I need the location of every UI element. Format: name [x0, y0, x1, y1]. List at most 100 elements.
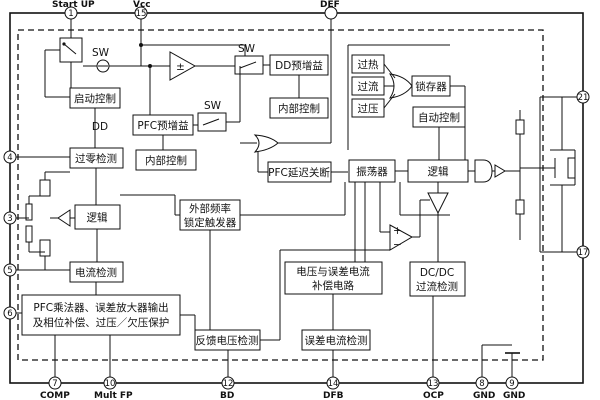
pin-vcc: Vcc 15: [133, 0, 151, 20]
pin-start-up-num: 1: [68, 9, 73, 19]
startup-section: SW: [44, 19, 246, 98]
dcdc-overcurrent-block: [409, 261, 466, 297]
pfc-multiplier-line1: PFC乘法器、误差放大器输出: [33, 301, 168, 314]
svg-text:OCP: OCP: [423, 391, 444, 400]
overheat-label: 过热: [358, 58, 379, 71]
sw3-label: SW: [204, 100, 222, 112]
output-stage: [515, 96, 577, 253]
pin-dfb: 14 DFB: [323, 376, 344, 400]
svg-text:3: 3: [7, 214, 12, 224]
pin-5: 5: [3, 263, 17, 277]
pin-start-up-label: Start UP: [52, 0, 95, 10]
ext-freq-lock-line1: 外部频率: [189, 202, 231, 215]
internal-control-2-block: [269, 97, 329, 119]
pfc-multiplier-line2: 及相位补偿、过压／欠压保护: [33, 316, 170, 329]
outer-frame: [9, 12, 584, 384]
pin-6: 6: [3, 306, 17, 320]
svg-text:17: 17: [578, 248, 589, 258]
internal-control-1-block: [135, 149, 197, 171]
pin-def: DEF: [320, 0, 340, 20]
feedback-voltage-label: 反馈电压检测: [196, 334, 259, 347]
pin-ocp: 13 OCP: [423, 376, 444, 400]
transistor-top-icon: [39, 179, 51, 197]
pin-vcc-num: 15: [136, 9, 147, 19]
ext-freq-lock-line2: 锁定触发器: [184, 216, 237, 229]
pin-start-up: Start UP 1: [52, 0, 95, 20]
pfc-delay-off-label: PFC延迟关断: [268, 166, 330, 179]
comparator-2-icon: [389, 224, 414, 251]
left-driver: [16, 171, 71, 271]
sw2-label: SW: [238, 43, 256, 55]
svg-text:COMP: COMP: [40, 391, 70, 400]
pfc-multiplier-block: [21, 294, 181, 336]
pin-gnd-8: 8 GND: [473, 376, 495, 400]
auto-control-label: 自动控制: [418, 111, 460, 124]
logic-left-label: 逻辑: [87, 211, 108, 224]
pin-gnd-9: 9 GND: [503, 376, 525, 400]
internal-control-2-label: 内部控制: [278, 102, 320, 115]
dcdc-overcurrent-line2: 过流检测: [416, 280, 458, 293]
voltage-error-comp-line1: 电压与误差电流: [296, 265, 370, 278]
overcurrent-label: 过流: [358, 80, 379, 93]
latch-label: 锁存器: [415, 80, 447, 93]
svg-text:Mult FP: Mult FP: [94, 391, 133, 400]
svg-text:GND: GND: [503, 391, 525, 400]
svg-text:5: 5: [7, 266, 12, 276]
svg-text:21: 21: [578, 93, 589, 103]
overvoltage-label: 过压: [358, 102, 379, 115]
svg-text:10: 10: [105, 379, 116, 389]
or-gate-2-icon: [253, 134, 279, 153]
pin-4: 4: [3, 150, 17, 164]
voltage-error-comp-line2: 补偿电路: [312, 279, 354, 292]
pin-bd: 12 BD: [220, 376, 235, 400]
svg-text:4: 4: [7, 153, 12, 163]
logic-left-block: [74, 204, 121, 230]
and-gate-icon: [474, 159, 493, 183]
overheat-block: [351, 54, 385, 74]
buffer-left-icon: [57, 209, 71, 227]
svg-text:DFB: DFB: [323, 391, 344, 400]
svg-text:7: 7: [52, 379, 57, 389]
svg-text:GND: GND: [473, 391, 495, 400]
pin-17: 17: [576, 245, 590, 259]
svg-text:±: ±: [176, 61, 185, 73]
output-transistor-1-icon: [515, 119, 525, 135]
comparator-1-icon: [427, 192, 449, 215]
current-detect-label: 电流检测: [75, 266, 117, 279]
driver-buffer-icon: [494, 164, 506, 178]
transistor-bottom-icon: [39, 239, 51, 257]
pin-comp: 7 COMP: [40, 376, 70, 400]
ic-boundary: [17, 29, 544, 361]
error-current-block: [301, 329, 371, 351]
svg-text:6: 6: [7, 309, 12, 319]
svg-text:−: −: [393, 239, 402, 251]
mosfet-diode-icon: [567, 157, 576, 179]
svg-text:+: +: [393, 225, 402, 237]
pin-21: 21: [576, 90, 590, 104]
pin-def-label: DEF: [320, 0, 340, 10]
pin-vcc-label: Vcc: [133, 0, 151, 10]
internal-control-1-label: 内部控制: [145, 154, 187, 167]
svg-text:13: 13: [428, 379, 439, 389]
pin-mult-fp: 10 Mult FP: [94, 376, 133, 400]
resistor-bottom-icon: [25, 225, 33, 243]
pin-3: 3: [3, 211, 17, 225]
ext-freq-lock-block: [179, 199, 241, 231]
dd-gain-label: DD预增益: [275, 59, 323, 72]
sw1-label: SW: [92, 47, 110, 59]
svg-text:9: 9: [509, 379, 514, 389]
startup-control-label: 启动控制: [74, 92, 116, 105]
svg-text:14: 14: [328, 379, 339, 389]
svg-text:BD: BD: [220, 391, 234, 400]
logic-right-label: 逻辑: [428, 165, 449, 178]
error-current-label: 误差电流检测: [305, 334, 368, 347]
pfc-gain-label: PFC预增益: [137, 119, 189, 132]
output-transistor-2-icon: [515, 199, 525, 215]
dd-label: DD: [92, 121, 108, 133]
svg-text:12: 12: [223, 379, 234, 389]
zero-cross-detect-label: 过零检测: [75, 152, 117, 165]
svg-text:8: 8: [479, 379, 484, 389]
oscillator-label: 振荡器: [356, 165, 388, 178]
dcdc-overcurrent-line1: DC/DC: [420, 267, 454, 279]
